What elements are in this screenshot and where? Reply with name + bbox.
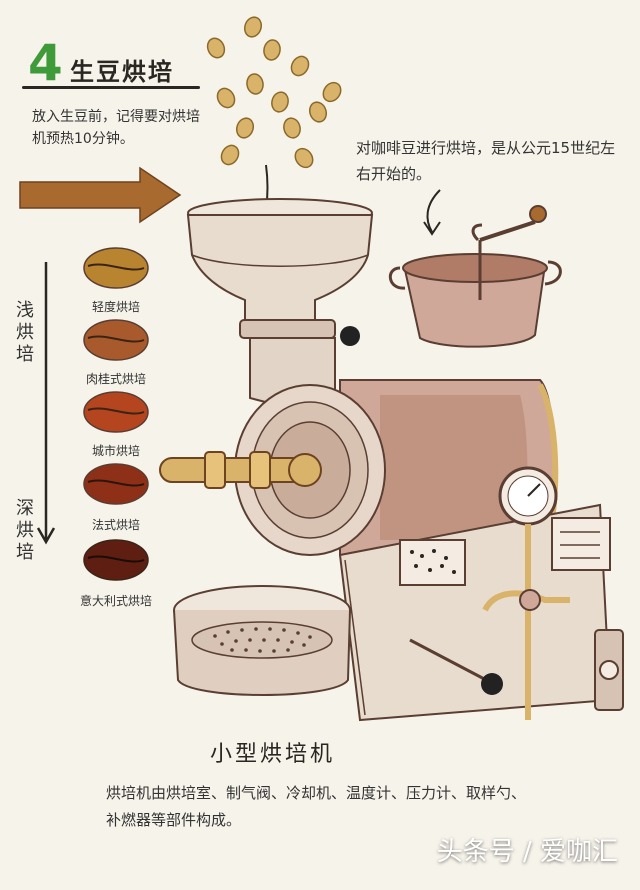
machine-title: 小型烘培机 <box>210 742 336 767</box>
history-note: 对咖啡豆进行烘培，是从公元15世纪左右开始的。 <box>356 139 616 183</box>
preheat-note: 放入生豆前，记得要对烘培机预热10分钟。 <box>32 109 200 147</box>
deep-roast-label: 深烘培 <box>13 498 34 564</box>
big-arrow-icon <box>19 166 182 224</box>
falling-bean <box>263 39 281 61</box>
machine-base <box>338 503 624 722</box>
falling-bean <box>322 81 342 103</box>
falling-bean <box>206 37 226 59</box>
roast-bean-5 <box>83 539 149 581</box>
roast-level-label: 意大利式烘培 <box>79 594 152 608</box>
cooling-tray <box>173 585 351 696</box>
roast-bean-3 <box>83 391 149 433</box>
roast-level-label: 法式烘培 <box>91 518 140 532</box>
roast-bean-4 <box>83 463 149 505</box>
machine-description: 烘培机由烘培室、制气阀、冷却机、温度计、压力计、取样勺、补燃器等部件构成。 <box>106 784 527 829</box>
falling-bean <box>283 117 301 139</box>
roast-level-label: 轻度烘培 <box>91 300 140 314</box>
falling-bean <box>216 87 236 109</box>
pressure-gauge <box>482 466 570 720</box>
light-roast-label: 浅烘培 <box>13 300 34 366</box>
title-underline <box>22 86 200 89</box>
step-title: 生豆烘培 <box>70 58 174 86</box>
falling-bean <box>294 147 314 169</box>
scale-arrow-icon <box>36 262 56 545</box>
brass-handle <box>159 451 322 489</box>
falling-bean <box>308 101 328 123</box>
step-number: 4 <box>28 34 63 92</box>
roast-level-label: 肉桂式烘培 <box>85 372 146 386</box>
roast-bean-2 <box>83 319 149 361</box>
falling-bean <box>243 16 263 38</box>
falling-bean <box>220 144 240 166</box>
roast-level-label: 城市烘培 <box>91 444 140 458</box>
hand-roasting-pot <box>389 205 562 348</box>
falling-bean <box>271 91 289 113</box>
watermark: 头条号 / 爱咖汇 <box>436 837 618 867</box>
falling-bean <box>290 55 310 77</box>
curved-arrow-icon <box>423 189 441 236</box>
roasting-drum <box>234 379 559 557</box>
falling-bean <box>246 73 264 95</box>
roast-bean-1 <box>83 247 149 289</box>
falling-beans-group <box>206 16 342 169</box>
falling-bean <box>235 117 255 139</box>
